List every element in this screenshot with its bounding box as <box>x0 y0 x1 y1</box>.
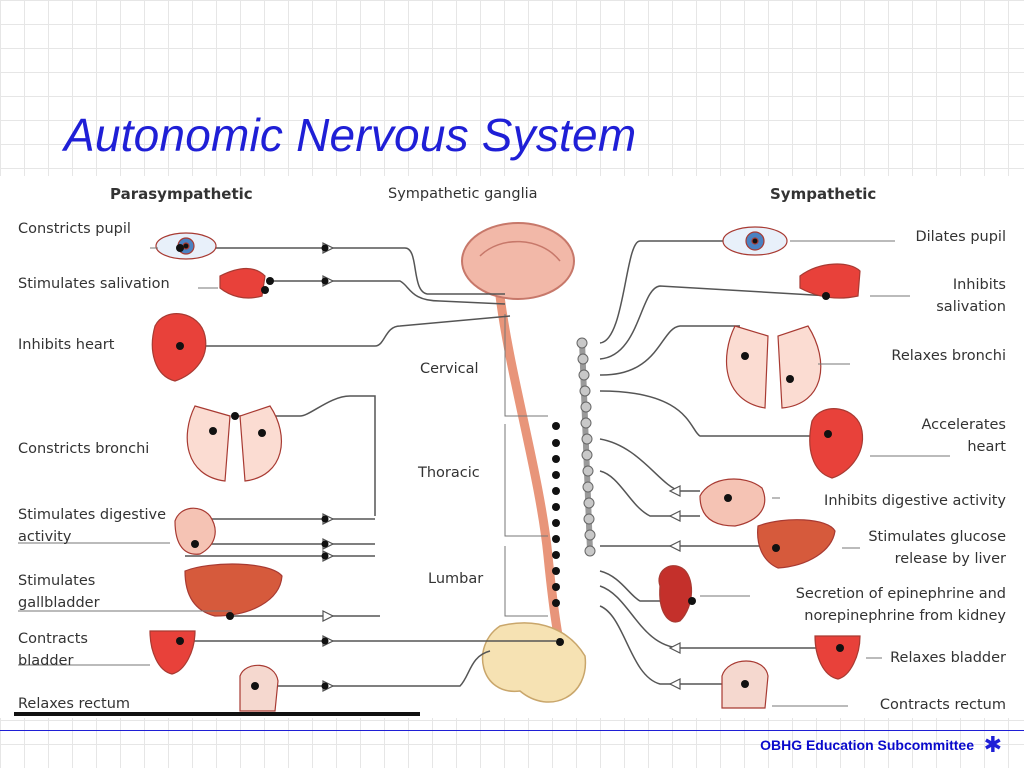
para-effect-pupil: Constricts pupil <box>18 221 131 237</box>
autonomic-diagram: Parasympathetic Sympathetic ganglia Symp… <box>0 176 1024 718</box>
brain <box>461 222 575 300</box>
liver-right <box>757 519 836 569</box>
pelvis <box>481 622 587 703</box>
bladder-left <box>149 630 196 675</box>
symp-effect-pupil: Dilates pupil <box>915 229 1006 245</box>
para-effect-salivation: Stimulates salivation <box>18 276 170 292</box>
ganglia <box>576 337 596 557</box>
para-effect-bladder: Contracts bladder <box>18 631 88 669</box>
para-effect-gallbladder: Stimulates gallbladder <box>18 573 100 611</box>
salivary-glands-left <box>219 267 266 299</box>
region-thoracic: Thoracic <box>418 465 480 481</box>
heart-right <box>809 408 864 479</box>
symp-effect-rectum: Contracts rectum <box>879 697 1006 713</box>
header-ganglia: Sympathetic ganglia <box>388 186 538 202</box>
symp-effect-digestive: Inhibits digestive activity <box>824 493 1006 509</box>
para-effect-heart: Inhibits heart <box>18 337 115 353</box>
footer-rule <box>0 730 1024 731</box>
para-effect-bronchi: Constricts bronchi <box>18 441 150 457</box>
header-parasympathetic: Parasympathetic <box>110 185 253 203</box>
star-of-life-icon: ✱ <box>983 732 1002 757</box>
symp-effect-bladder: Relaxes bladder <box>890 650 1006 666</box>
rectum-left <box>239 664 279 712</box>
para-effect-digestive: Stimulates digestive activity <box>18 507 167 545</box>
header-sympathetic: Sympathetic <box>770 185 877 203</box>
footer-text: OBHG Education Subcommittee <box>760 737 974 753</box>
kidney-right <box>658 565 693 623</box>
left-organs <box>149 232 283 712</box>
lungs-left <box>186 405 283 482</box>
liver-left <box>184 563 283 617</box>
region-cervical: Cervical <box>420 361 479 377</box>
diagram-drawing <box>14 222 950 716</box>
symp-effect-liver: Stimulates glucose release by liver <box>868 529 1006 567</box>
symp-effect-heart: Accelerates heart <box>921 417 1007 455</box>
para-effect-rectum: Relaxes rectum <box>18 696 131 712</box>
stomach-left <box>174 507 216 555</box>
lungs-right <box>725 325 822 409</box>
region-lumbar: Lumbar <box>428 571 484 587</box>
salivary-glands-right <box>799 263 861 299</box>
stomach-right <box>699 478 766 527</box>
symp-effect-kidney: Secretion of epinephrine and norepinephr… <box>795 586 1006 624</box>
spinal-cord <box>495 295 565 647</box>
right-organs <box>658 226 864 709</box>
symp-effect-salivation: Inhibits salivation <box>936 277 1006 315</box>
parasympathetic-nerves <box>180 247 556 687</box>
bladder-right <box>814 635 861 680</box>
synapse-dots <box>176 244 844 690</box>
slide-title: Autonomic Nervous System <box>64 109 637 161</box>
symp-effect-bronchi: Relaxes bronchi <box>891 348 1006 364</box>
